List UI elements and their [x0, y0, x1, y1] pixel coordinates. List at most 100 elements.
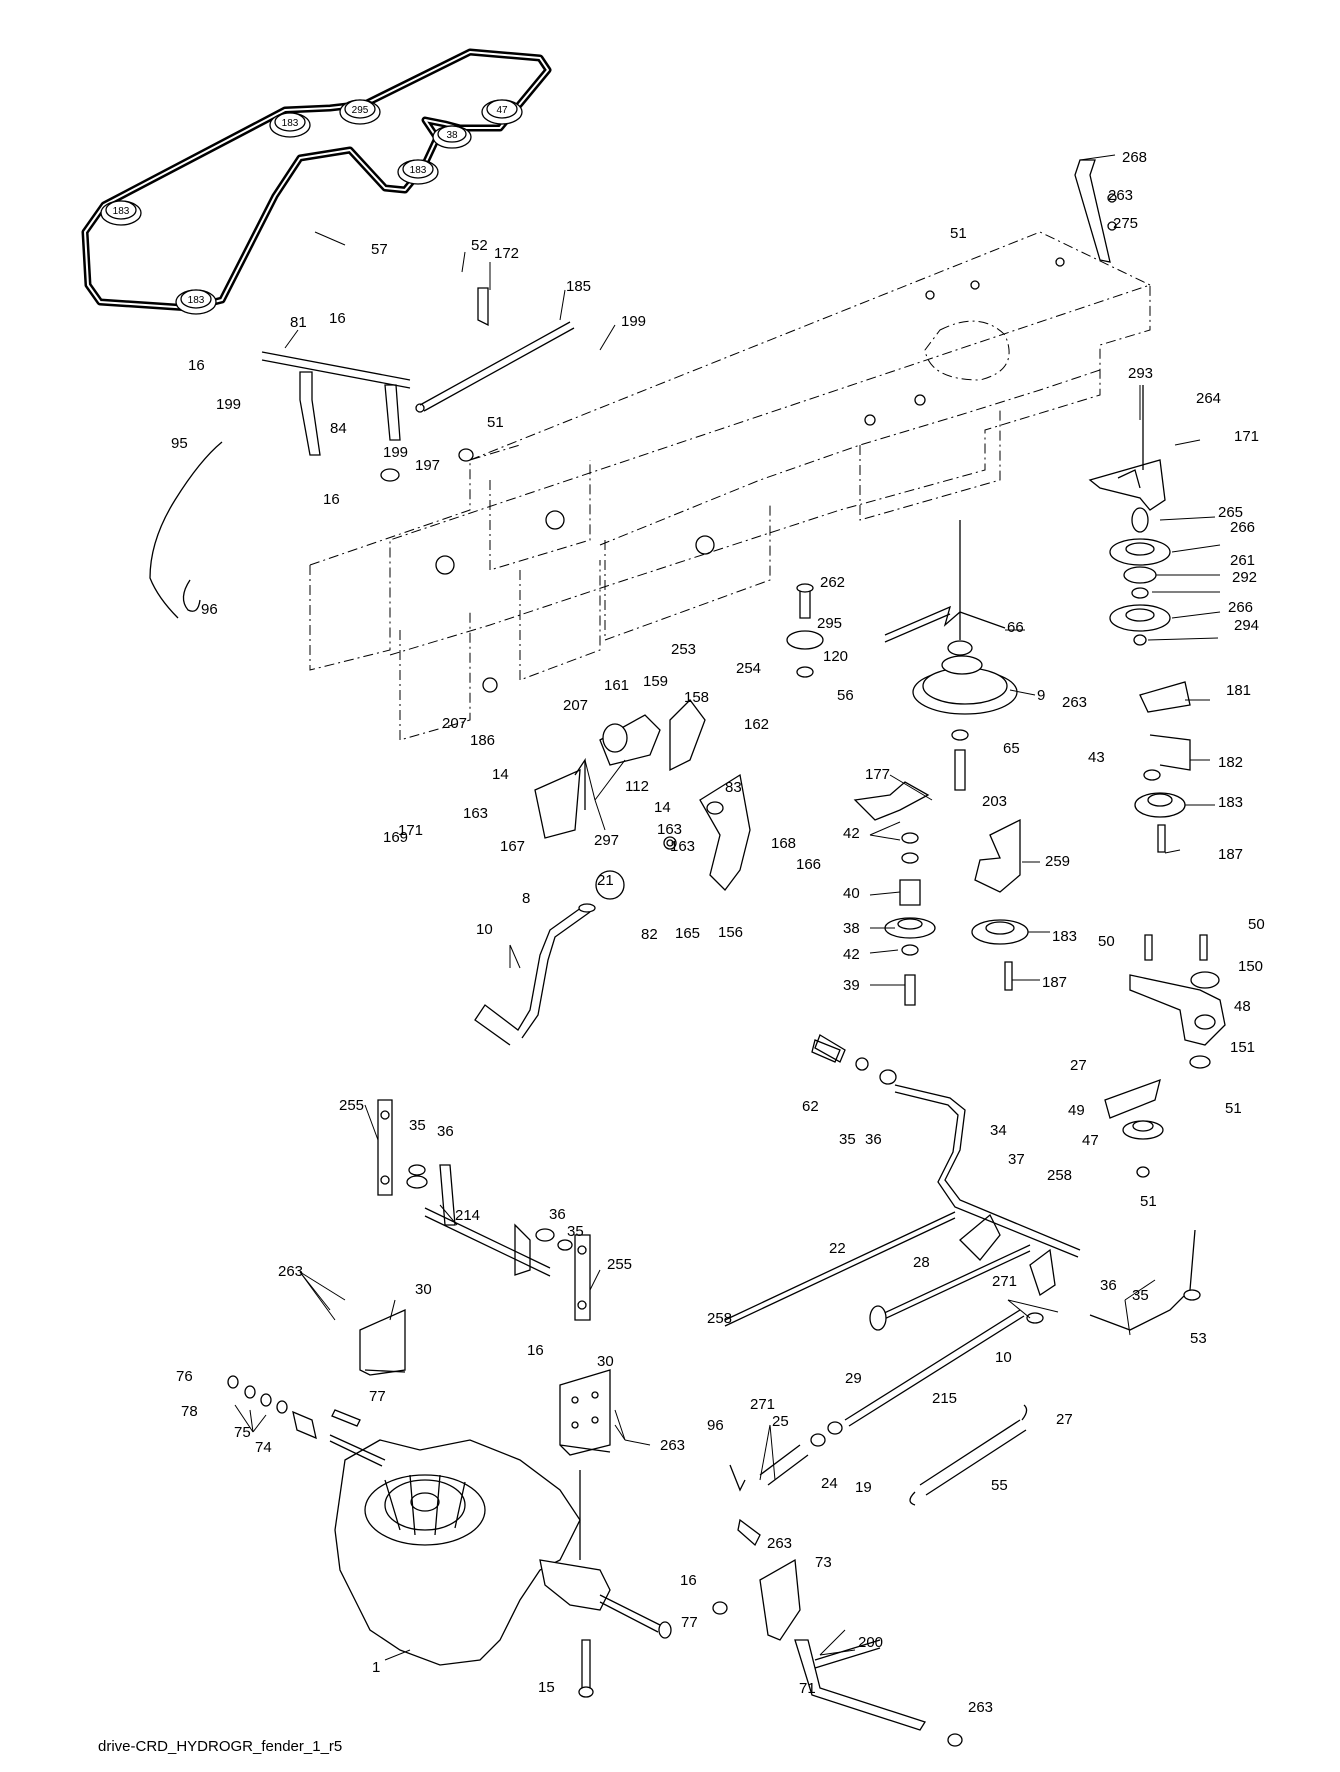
callout: 10: [995, 1349, 1012, 1366]
callout: 187: [1218, 846, 1243, 863]
spacer-262-295: [786, 583, 824, 678]
callout: 40: [843, 885, 860, 902]
bracket-165: [699, 773, 751, 891]
callout: 183: [1052, 928, 1077, 945]
svg-text:183: 183: [188, 295, 205, 306]
callout: 16: [680, 1572, 697, 1589]
callout: 36: [437, 1123, 454, 1140]
callout: 177: [865, 766, 890, 783]
callout: 207: [442, 715, 467, 732]
callout: 35: [839, 1131, 856, 1148]
callout: 95: [171, 435, 188, 452]
callout: 268: [1122, 149, 1147, 166]
bracket-30-center: [559, 1369, 611, 1456]
callout: 150: [1238, 958, 1263, 975]
shaft-34: [814, 1034, 1081, 1258]
callout: 48: [1234, 998, 1251, 1015]
bushing-197: [380, 448, 474, 482]
axle-washers: [227, 1375, 361, 1440]
belt-pulley-38: 38: [432, 125, 472, 149]
callout: 52: [471, 237, 488, 254]
callout: 14: [492, 766, 509, 783]
bracket-73: [712, 1518, 801, 1641]
bracket-159-158: [599, 699, 706, 772]
callout: 42: [843, 825, 860, 842]
callout: 71: [799, 1680, 816, 1697]
callout: 292: [1232, 569, 1257, 586]
callout: 159: [643, 673, 668, 690]
callout: 203: [982, 793, 1007, 810]
clutch-pulley-9: [912, 520, 1018, 715]
idler-47: [1104, 1078, 1164, 1178]
callout: 14: [654, 799, 671, 816]
bracket-30-left: [359, 1308, 406, 1376]
callout: 165: [675, 925, 700, 942]
link-255-left: [377, 1099, 393, 1196]
callout: 16: [188, 357, 205, 374]
callout: 263: [660, 1437, 685, 1454]
callout: 261: [1230, 552, 1255, 569]
callout: 28: [913, 1254, 930, 1271]
callout: 43: [1088, 749, 1105, 766]
callout: 8: [522, 890, 530, 907]
idler-arm-177: [853, 781, 930, 821]
callout: 207: [563, 697, 588, 714]
callout: 35: [409, 1117, 426, 1134]
svg-text:47: 47: [496, 105, 508, 116]
shaft-81: [261, 351, 411, 456]
idler-bracket-264: [1088, 385, 1166, 511]
callout: 27: [1070, 1057, 1087, 1074]
callout: 51: [1225, 1100, 1242, 1117]
callout: 30: [597, 1353, 614, 1370]
rod-53: [1089, 1229, 1201, 1331]
callout: 56: [837, 687, 854, 704]
callout: 50: [1098, 933, 1115, 950]
callout: 199: [621, 313, 646, 330]
callout: 158: [684, 689, 709, 706]
callout: 271: [992, 1273, 1017, 1290]
callout: 35: [567, 1223, 584, 1240]
callout: 39: [843, 977, 860, 994]
callout: 199: [216, 396, 241, 413]
callout: 163: [657, 821, 682, 838]
callout: 185: [566, 278, 591, 295]
callout: 1: [372, 1659, 380, 1676]
bracket-48-150: [1129, 934, 1226, 1069]
callout: 53: [1190, 1330, 1207, 1347]
callout: 83: [725, 779, 742, 796]
callout: 197: [415, 457, 440, 474]
callout: 30: [415, 1281, 432, 1298]
callout: 163: [463, 805, 488, 822]
callout: 96: [707, 1417, 724, 1434]
knob-21: [595, 870, 625, 900]
leader-lines: [234, 154, 1221, 1661]
callout: 9: [1037, 687, 1045, 704]
arm-71: [794, 1639, 963, 1747]
belt-pulley-47: 47: [481, 99, 523, 125]
svg-text:38: 38: [446, 130, 458, 141]
callout: 16: [329, 310, 346, 327]
callout: 21: [597, 872, 614, 889]
callout: 183: [1218, 794, 1243, 811]
callout: 36: [1100, 1277, 1117, 1294]
callout: 51: [1140, 1193, 1157, 1210]
callout: 37: [1008, 1151, 1025, 1168]
belt-pulley-183-a: 183: [269, 112, 311, 138]
callout: 16: [527, 1342, 544, 1359]
callout: 36: [549, 1206, 566, 1223]
callout: 112: [625, 778, 649, 795]
svg-text:183: 183: [113, 206, 130, 217]
callout: 172: [494, 245, 519, 262]
bracket-259: [971, 818, 1029, 991]
rod-185: [415, 287, 575, 413]
idler-pulley-stack: [1109, 507, 1171, 646]
callout: 258: [1047, 1167, 1072, 1184]
callout: 171: [1234, 428, 1259, 445]
spring-82: [663, 836, 677, 850]
drive-belt: [81, 48, 552, 312]
callout: 36: [865, 1131, 882, 1148]
callout: 156: [718, 924, 743, 941]
bolt-203: [951, 729, 969, 791]
callout: 200: [858, 1634, 883, 1651]
callout: 258: [707, 1310, 732, 1327]
